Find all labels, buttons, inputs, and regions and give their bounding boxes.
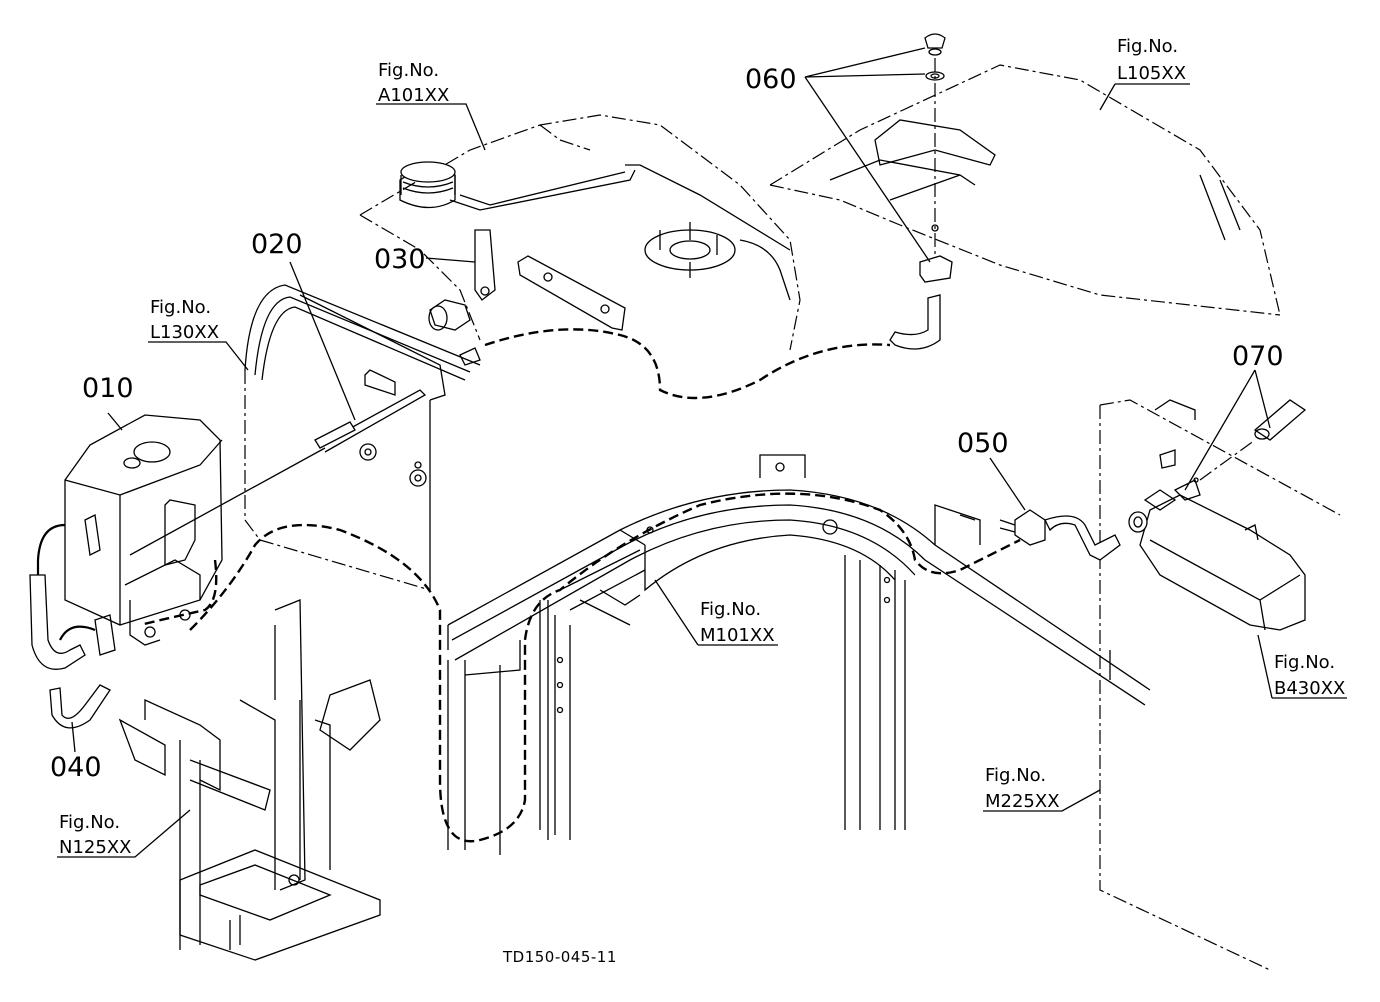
fuel-tank-outline	[359, 114, 801, 351]
fig-ref-l105xx: Fig.No. L105XX	[1117, 36, 1186, 84]
fig-ref-prefix: Fig.No.	[985, 765, 1046, 786]
label-020: 020	[251, 229, 303, 260]
tube-020	[129, 389, 427, 556]
label-060: 060	[745, 64, 797, 95]
fig-ref-code: L130XX	[150, 322, 219, 343]
fig-ref-prefix: Fig.No.	[150, 297, 211, 318]
fig-ref-code: A101XX	[378, 85, 449, 106]
reservoir-tank-010	[64, 414, 223, 646]
fig-ref-n125xx: Fig.No. N125XX	[59, 812, 131, 858]
fig-ref-code: N125XX	[59, 837, 131, 858]
rops-frame-l130	[244, 284, 481, 591]
figure-reference-labels: Fig.No. A101XX Fig.No. L105XX Fig.No. L1…	[59, 36, 1345, 858]
bracket-m225	[1099, 399, 1341, 971]
fig-ref-prefix: Fig.No.	[1117, 36, 1178, 57]
fig-ref-m225xx: Fig.No. M225XX	[985, 765, 1060, 812]
fig-ref-code: M101XX	[700, 625, 775, 646]
bracket-n125	[118, 599, 381, 961]
fig-ref-b430xx: Fig.No. B430XX	[1274, 652, 1345, 699]
clamp-030	[428, 229, 496, 331]
bracket-plate	[517, 255, 626, 331]
fig-ref-m101xx: Fig.No. M101XX	[700, 599, 775, 646]
fig-ref-code: B430XX	[1274, 678, 1345, 699]
light-b430	[1139, 494, 1306, 631]
fig-ref-prefix: Fig.No.	[378, 60, 439, 81]
fig-ref-code: M225XX	[985, 791, 1060, 812]
leader-lines	[57, 47, 1347, 858]
label-070: 070	[1232, 341, 1284, 372]
cap-060	[889, 33, 953, 350]
label-040: 040	[50, 752, 102, 783]
label-030: 030	[374, 244, 426, 275]
clip-050	[999, 489, 1177, 561]
return-hose-dashed	[139, 328, 1021, 843]
main-frame-m101	[447, 454, 1151, 855]
fig-ref-l130xx: Fig.No. L130XX	[150, 297, 219, 343]
fig-ref-a101xx: Fig.No. A101XX	[378, 60, 449, 106]
part-number-labels: 010 020 030 040 050 060 070	[50, 64, 1284, 783]
fig-ref-prefix: Fig.No.	[700, 599, 761, 620]
label-050: 050	[957, 428, 1009, 459]
drawing-code: TD150-045-11	[502, 948, 617, 966]
fender-l105-outline	[769, 64, 1281, 316]
label-010: 010	[82, 373, 134, 404]
fig-ref-code: L105XX	[1117, 63, 1186, 84]
hose-040	[29, 523, 116, 729]
fig-ref-prefix: Fig.No.	[59, 812, 120, 833]
fig-ref-prefix: Fig.No.	[1274, 652, 1335, 673]
